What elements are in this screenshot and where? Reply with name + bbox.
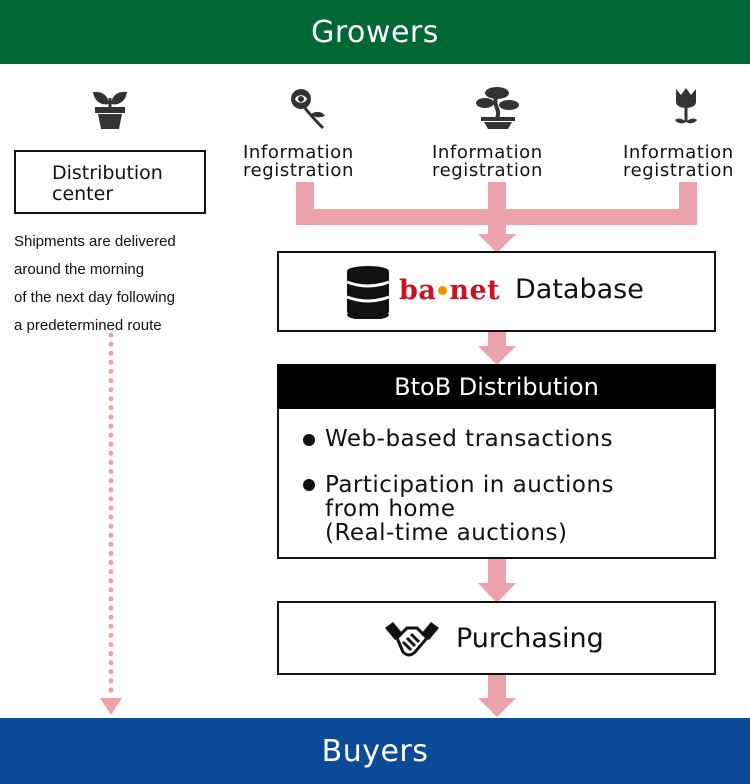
connector-mid (488, 182, 506, 225)
arrow-to-purchasing-head (478, 583, 516, 603)
distribution-note-line: around the morning (14, 261, 145, 278)
growers-banner: Growers (0, 0, 750, 64)
seedling-icon (93, 91, 127, 129)
btob-item-realtime: (Real-time auctions) (325, 520, 568, 546)
distribution-arrow-head (100, 698, 122, 715)
info-label-line2: registration (243, 160, 355, 181)
info-label-line1: Information (623, 142, 734, 163)
distribution-note-line: of the next day following (14, 289, 175, 306)
info-label-line1: Information (432, 142, 543, 163)
arrow-to-buyers-head (478, 698, 516, 717)
arrow-to-purchasing-shaft (488, 558, 506, 584)
btob-box: BtoB Distribution Web-based transactions… (277, 364, 716, 559)
info-label-line1: Information (243, 142, 354, 163)
distribution-center-label: Distribution center (52, 163, 163, 205)
distribution-center-line2: center (52, 183, 114, 205)
purchasing-label: Purchasing (456, 623, 604, 654)
logo-part1: ba (399, 275, 437, 306)
connector-right (679, 182, 697, 225)
distribution-note-line: Shipments are delivered (14, 233, 176, 250)
logo-part2: net (449, 275, 501, 306)
btob-item-auctions: Participation in auctions (325, 472, 615, 498)
database-label: Database (515, 274, 644, 305)
tulip-icon (675, 88, 697, 124)
distribution-note-line: a predetermined route (14, 317, 162, 334)
logo-dot-icon (438, 286, 448, 295)
buyers-title: Buyers (321, 733, 429, 769)
btob-item-web: Web-based transactions (325, 426, 614, 452)
flower-icon (291, 89, 325, 130)
info-registration-1: Information registration (243, 144, 354, 180)
growers-title: Growers (311, 14, 439, 50)
arrow-to-database-shaft (488, 222, 506, 236)
purchasing-box: Purchasing (277, 601, 716, 675)
buyers-banner: Buyers (0, 718, 750, 784)
info-registration-2: Information registration (432, 144, 543, 180)
bonsai-icon (476, 87, 519, 129)
handshake-icon (385, 622, 439, 657)
btob-title-text: BtoB Distribution (394, 372, 599, 401)
arrow-to-buyers-shaft (488, 674, 506, 699)
connector-left (296, 182, 314, 225)
bullet-icon (303, 479, 315, 491)
info-label-line2: registration (432, 160, 544, 181)
distribution-center-box: Distribution center (14, 150, 206, 214)
info-label-line2: registration (623, 160, 735, 181)
btob-title: BtoB Distribution (277, 364, 716, 409)
arrow-to-btob-head (478, 346, 516, 365)
info-registration-3: Information registration (623, 144, 734, 180)
database-icon (346, 266, 390, 319)
bullet-icon (303, 434, 315, 446)
distribution-center-line1: Distribution (52, 162, 163, 184)
btob-item-auctions-cont: from home (325, 496, 456, 522)
arrow-to-database-head (478, 234, 516, 253)
arrow-to-btob-shaft (488, 331, 506, 348)
